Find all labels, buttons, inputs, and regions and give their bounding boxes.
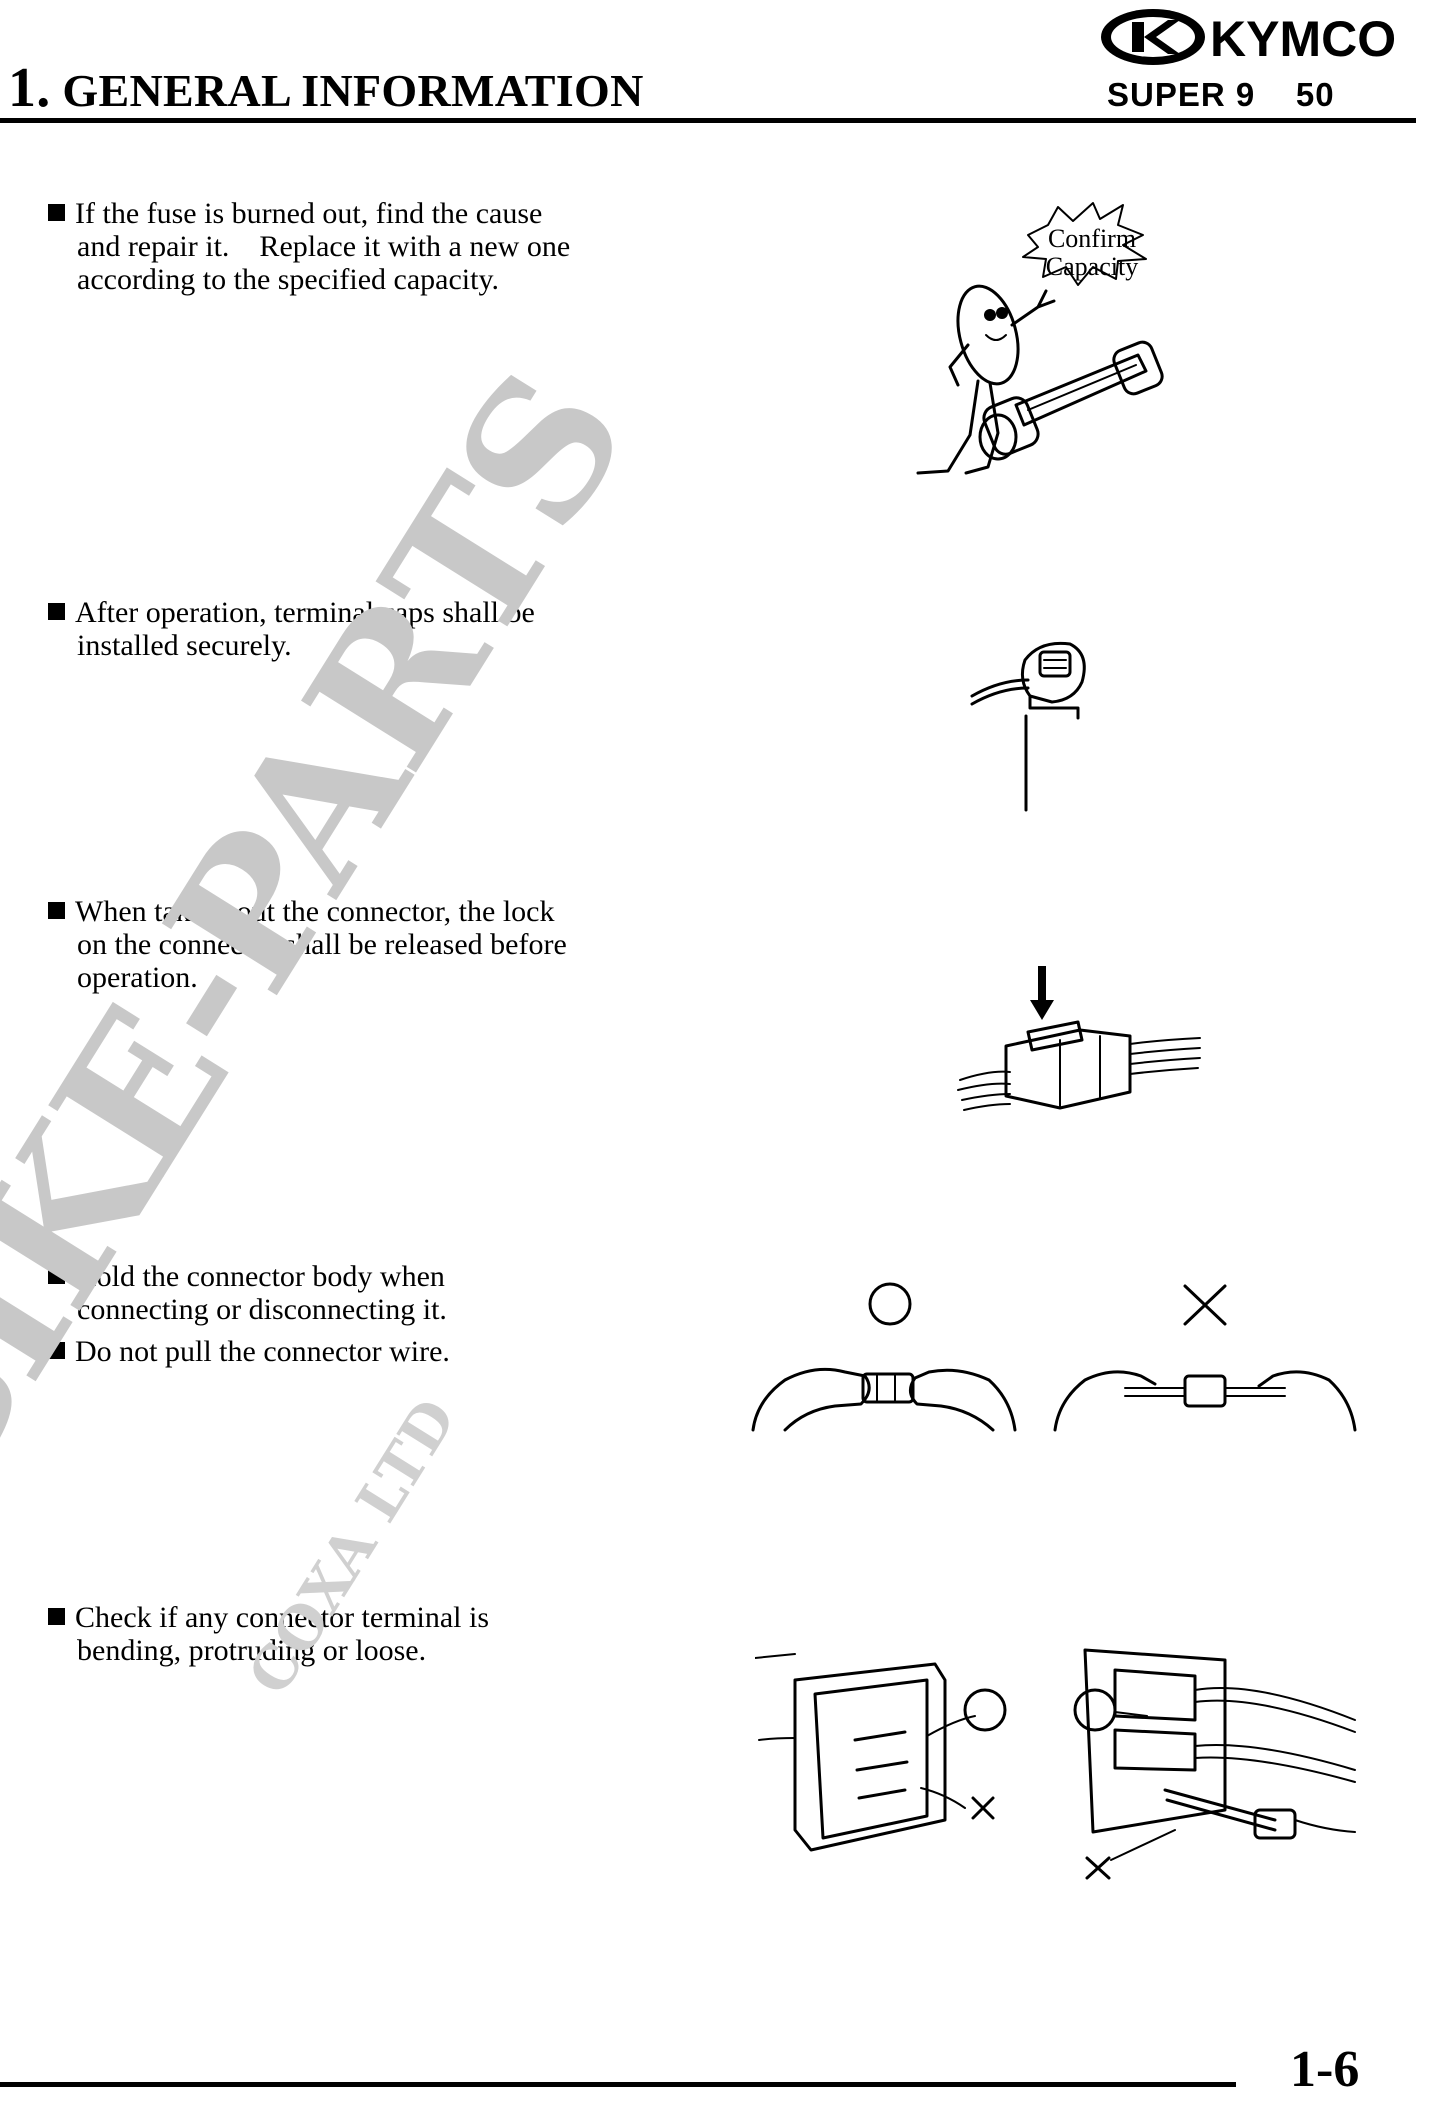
brand-logo: KYMCO: [1098, 6, 1442, 68]
item-line: Hold the connector body when: [48, 1260, 668, 1293]
instruction-item-hold-connector: Hold the connector body when connecting …: [48, 1260, 668, 1326]
chapter-number: 1.: [8, 57, 51, 119]
item-line: operation.: [77, 961, 198, 994]
instruction-item-terminal-caps: After operation, terminal caps shall be …: [48, 596, 668, 662]
item-line: Do not pull the connector wire.: [48, 1335, 668, 1368]
header-rule: [0, 118, 1416, 123]
instruction-item-fuse: If the fuse is burned out, find the caus…: [48, 197, 668, 296]
item-line: connecting or disconnecting it.: [77, 1293, 447, 1326]
instruction-item-check-terminal: Check if any connector terminal is bendi…: [48, 1601, 668, 1667]
instruction-item-connector-lock: When taking out the connector, the lock …: [48, 895, 668, 994]
terminal-cap-figure: [970, 630, 1120, 820]
connector-lock-figure: [950, 960, 1210, 1130]
wrong-cross-icon: [971, 1796, 995, 1820]
bullet-square-icon: [48, 902, 65, 919]
chapter-title-text: GENERAL INFORMATION: [62, 65, 644, 116]
item-line: according to the specified capacity.: [77, 263, 500, 296]
item-line: If the fuse is burned out, find the caus…: [48, 197, 668, 230]
callout-line-1: Confirm: [1048, 224, 1136, 253]
down-arrow-icon: [1030, 1000, 1054, 1020]
fuse-figure: Confirm Capacity: [878, 195, 1258, 485]
item-line: on the connector shall be released befor…: [77, 928, 567, 961]
wrong-cross-icon: [1085, 1856, 1111, 1880]
page-number: 1-6: [1290, 2041, 1360, 2098]
hold-connector-figure: [745, 1280, 1365, 1440]
correct-circle-icon: [868, 1282, 912, 1326]
instruction-item-no-pull-wire: Do not pull the connector wire.: [48, 1335, 668, 1368]
correct-circle-icon: [963, 1688, 1007, 1732]
correct-circle-icon: [1073, 1688, 1117, 1732]
footer-rule: [0, 2082, 1236, 2087]
item-line: bending, protruding or loose.: [77, 1634, 427, 1667]
bullet-square-icon: [48, 204, 65, 221]
item-line: When taking out the connector, the lock: [48, 895, 668, 928]
brand-logo-text: KYMCO: [1210, 11, 1396, 67]
bullet-square-icon: [48, 603, 65, 620]
item-line: Check if any connector terminal is: [48, 1601, 668, 1634]
item-line: After operation, terminal caps shall be: [48, 596, 668, 629]
wrong-cross-icon: [1183, 1284, 1227, 1326]
item-line: installed securely.: [77, 629, 292, 662]
chapter-title: 1. GENERAL INFORMATION: [8, 56, 644, 120]
bullet-square-icon: [48, 1267, 65, 1284]
bullet-square-icon: [48, 1608, 65, 1625]
callout-line-2: Capacity: [1046, 252, 1138, 281]
bullet-square-icon: [48, 1342, 65, 1359]
connector-terminal-figure: [754, 1620, 1365, 1890]
item-line: and repair it. Replace it with a new one: [77, 230, 571, 263]
model-label: SUPER 9 50: [1107, 76, 1335, 113]
